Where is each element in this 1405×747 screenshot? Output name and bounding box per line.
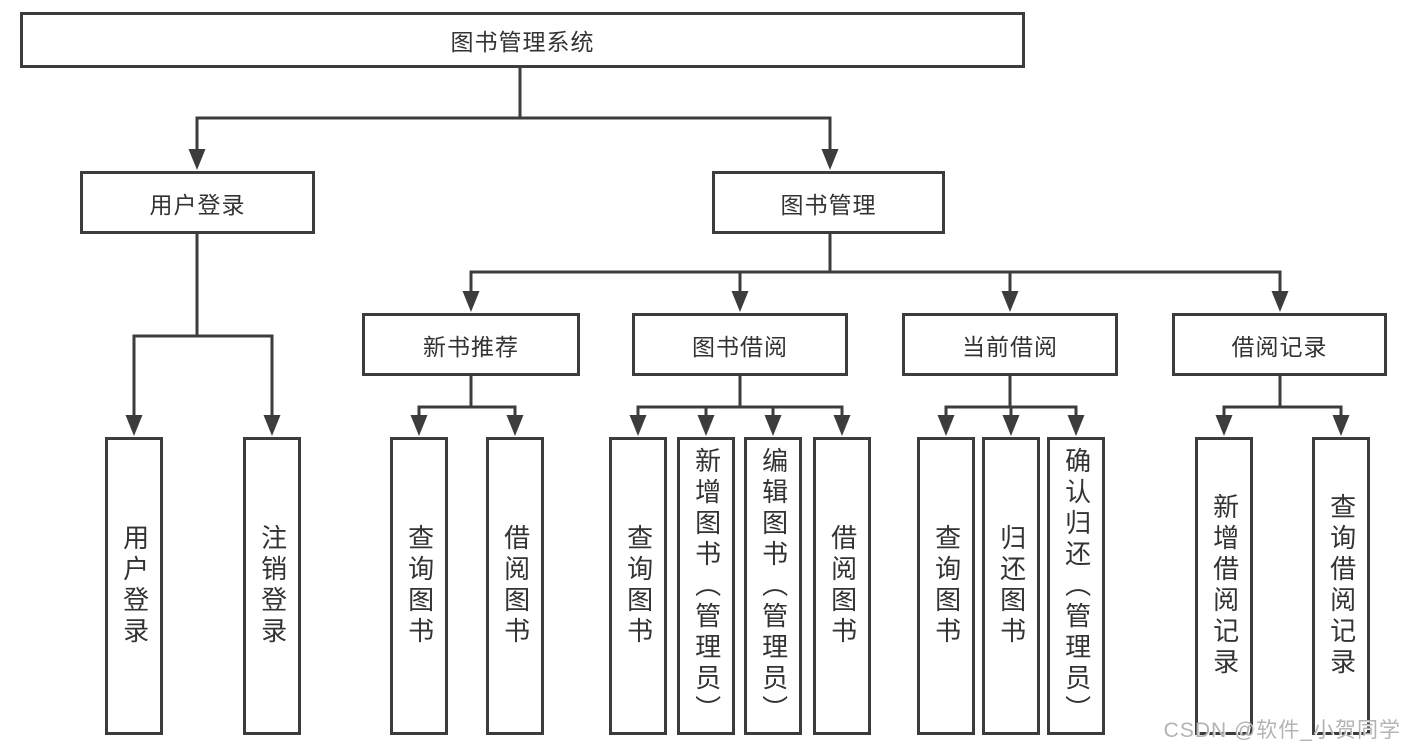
node-new-book-recommend: 新书推荐	[362, 313, 580, 376]
leaf-confirm-return-admin: 确认归还（管理员）	[1047, 437, 1105, 735]
leaf-logout: 注销登录	[243, 437, 301, 735]
node-label: 借阅记录	[1231, 333, 1328, 360]
node-library-management-system: 图书管理系统	[20, 12, 1025, 68]
node-label: 图书借阅	[692, 333, 788, 360]
node-user-login: 用户登录	[80, 171, 315, 234]
node-label: 编辑图书（管理员）	[758, 446, 789, 726]
node-label: 查询借阅记录	[1326, 493, 1357, 679]
node-label: 归还图书	[996, 524, 1027, 648]
node-label: 借阅图书	[827, 524, 858, 648]
node-label: 新增图书（管理员）	[691, 446, 722, 726]
csdn-watermark: CSDN @软件_小贺同学	[1163, 719, 1401, 742]
node-label: 注销登录	[257, 524, 288, 648]
leaf-return-book: 归还图书	[982, 437, 1040, 735]
node-label: 借阅图书	[500, 524, 531, 648]
leaf-edit-book-admin: 编辑图书（管理员）	[744, 437, 802, 735]
node-label: 新增借阅记录	[1209, 493, 1240, 679]
leaf-query-books-recommend: 查询图书	[390, 437, 448, 735]
leaf-query-books-borrow: 查询图书	[609, 437, 667, 735]
node-label: 图书管理系统	[450, 29, 595, 55]
node-book-management: 图书管理	[712, 171, 945, 234]
leaf-add-borrow-record: 新增借阅记录	[1195, 437, 1253, 735]
node-label: 确认归还（管理员）	[1061, 446, 1092, 726]
node-label: 用户登录	[119, 524, 150, 648]
node-label: 当前借阅	[962, 333, 1058, 360]
node-label: 查询图书	[623, 524, 654, 648]
node-label: 查询图书	[404, 524, 435, 648]
node-label: 图书管理	[780, 191, 877, 218]
leaf-borrow-books-recommend: 借阅图书	[486, 437, 544, 735]
node-label: 用户登录	[149, 191, 246, 218]
node-borrow-records: 借阅记录	[1172, 313, 1387, 376]
leaf-borrow-books-borrow: 借阅图书	[813, 437, 871, 735]
node-current-borrow: 当前借阅	[902, 313, 1118, 376]
leaf-add-book-admin: 新增图书（管理员）	[677, 437, 735, 735]
leaf-query-borrow-record: 查询借阅记录	[1312, 437, 1370, 735]
node-book-borrow: 图书借阅	[632, 313, 848, 376]
leaf-user-login: 用户登录	[105, 437, 163, 735]
node-label: 查询图书	[931, 524, 962, 648]
node-label: 新书推荐	[423, 333, 519, 360]
leaf-query-books-current: 查询图书	[917, 437, 975, 735]
